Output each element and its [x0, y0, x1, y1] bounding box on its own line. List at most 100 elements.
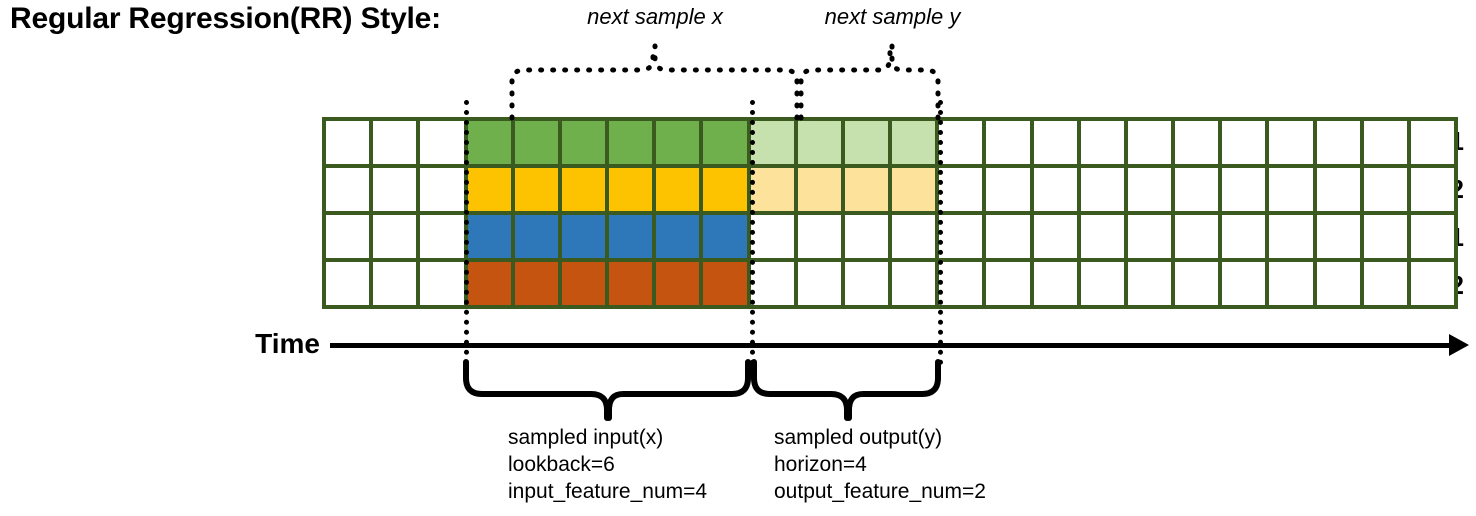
grid-cell-r1-c9 [703, 121, 747, 164]
grid-cell-r3-c16 [1033, 215, 1077, 258]
time-axis-arrow-icon [1449, 334, 1469, 356]
grid-cell-r2-c9 [703, 168, 747, 211]
grid-cell-r4-c1 [326, 262, 370, 305]
grid-cell-r3-c14 [939, 215, 983, 258]
grid-cell-r4-c5 [514, 262, 558, 305]
grid-cell-r2-c13 [892, 168, 936, 211]
grid-cell-r4-c8 [656, 262, 700, 305]
grid-cell-r1-c10 [750, 121, 794, 164]
annotation-next-sample-y: next sample y [824, 4, 961, 29]
grid-cell-r1-c5 [514, 121, 558, 164]
grid-cell-r3-c18 [1127, 215, 1171, 258]
grid-cell-r3-c12 [844, 215, 888, 258]
bottom-brace2-right-half [846, 359, 941, 421]
grid-cell-r1-c4 [467, 121, 511, 164]
grid-cell-r1-c8 [656, 121, 700, 164]
grid-cell-r3-c13 [892, 215, 936, 258]
grid-cell-r4-c22 [1316, 262, 1360, 305]
annotation-next-sample-x: next sample x [587, 4, 723, 29]
bottom-brace2-left-half [751, 359, 850, 421]
grid-cell-r1-c12 [844, 121, 888, 164]
time-axis-line [330, 343, 1458, 348]
sampled-input-featnum: input_feature_num=4 [508, 480, 708, 503]
grid-cell-r1-c2 [373, 121, 417, 164]
grid-cell-r1-c13 [892, 121, 936, 164]
grid-cell-r4-c11 [797, 262, 841, 305]
grid-cell-r2-c1 [326, 168, 370, 211]
grid-cell-r3-c9 [703, 215, 747, 258]
grid-cell-r2-c4 [467, 168, 511, 211]
grid-cell-r1-c17 [1080, 121, 1124, 164]
grid-cell-r3-c2 [373, 215, 417, 258]
grid-cell-r2-c8 [656, 168, 700, 211]
top-brace2-left-half [798, 43, 893, 121]
grid-cell-r1-c3 [420, 121, 464, 164]
bottom-brace-left-half [463, 359, 610, 421]
sampled-output-featnum: output_feature_num=2 [774, 480, 986, 503]
guide-line-input-end [750, 100, 755, 365]
grid-cell-r3-c24 [1410, 215, 1454, 258]
grid-cell-r1-c14 [939, 121, 983, 164]
top-brace2-right-half [889, 43, 941, 121]
top-brace-left-half [509, 43, 656, 121]
grid-cell-r2-c20 [1222, 168, 1266, 211]
grid-cell-r1-c22 [1316, 121, 1360, 164]
grid-cell-r2-c6 [561, 168, 605, 211]
grid-cell-r4-c3 [420, 262, 464, 305]
time-axis-label: Time [255, 328, 320, 359]
grid-cell-r2-c10 [750, 168, 794, 211]
grid-cell-r4-c7 [609, 262, 653, 305]
grid-cell-r3-c19 [1175, 215, 1219, 258]
grid-cell-r2-c21 [1269, 168, 1313, 211]
grid-cell-r4-c24 [1410, 262, 1454, 305]
grid-cell-r4-c9 [703, 262, 747, 305]
sampled-input-title: sampled input(x) [508, 426, 664, 449]
grid-cell-r2-c23 [1363, 168, 1407, 211]
grid-cell-r4-c16 [1033, 262, 1077, 305]
grid-cell-r4-c15 [986, 262, 1030, 305]
grid-cell-r3-c21 [1269, 215, 1313, 258]
sampled-input-lookback: lookback=6 [508, 453, 615, 476]
annotation-sampled-input: sampled input(x) lookback=6 input_featur… [508, 424, 707, 505]
grid-cell-r2-c18 [1127, 168, 1171, 211]
annotation-sampled-output: sampled output(y) horizon=4 output_featu… [774, 424, 986, 505]
grid-cell-r3-c4 [467, 215, 511, 258]
grid-cell-r3-c23 [1363, 215, 1407, 258]
grid-cell-r1-c11 [797, 121, 841, 164]
grid-cell-r3-c10 [750, 215, 794, 258]
grid-cell-r1-c24 [1410, 121, 1454, 164]
grid-cell-r2-c15 [986, 168, 1030, 211]
grid-cell-r2-c19 [1175, 168, 1219, 211]
grid-cell-r2-c22 [1316, 168, 1360, 211]
grid-cell-r4-c19 [1175, 262, 1219, 305]
grid-cell-r4-c12 [844, 262, 888, 305]
grid-cell-r1-c21 [1269, 121, 1313, 164]
grid-cell-r1-c1 [326, 121, 370, 164]
grid-cell-r3-c3 [420, 215, 464, 258]
grid-cell-r4-c2 [373, 262, 417, 305]
grid-cell-r3-c20 [1222, 215, 1266, 258]
grid-cell-r2-c24 [1410, 168, 1454, 211]
grid-cell-r3-c11 [797, 215, 841, 258]
grid-cell-r3-c1 [326, 215, 370, 258]
grid-cell-r1-c20 [1222, 121, 1266, 164]
top-brace-right-half [652, 43, 800, 121]
guide-line-output-end [938, 100, 943, 365]
grid-cell-r4-c17 [1080, 262, 1124, 305]
grid-cell-r2-c14 [939, 168, 983, 211]
grid-cell-r4-c6 [561, 262, 605, 305]
grid-cell-r4-c10 [750, 262, 794, 305]
grid-cell-r1-c19 [1175, 121, 1219, 164]
grid-cell-r4-c18 [1127, 262, 1171, 305]
grid-cell-r1-c18 [1127, 121, 1171, 164]
grid-cell-r2-c16 [1033, 168, 1077, 211]
timeline-grid [322, 117, 1458, 309]
grid-cell-r1-c7 [609, 121, 653, 164]
grid-cell-r1-c6 [561, 121, 605, 164]
grid-cell-r3-c8 [656, 215, 700, 258]
grid-cell-r2-c12 [844, 168, 888, 211]
grid-cell-r3-c17 [1080, 215, 1124, 258]
grid-cell-r2-c7 [609, 168, 653, 211]
grid-cell-r2-c5 [514, 168, 558, 211]
